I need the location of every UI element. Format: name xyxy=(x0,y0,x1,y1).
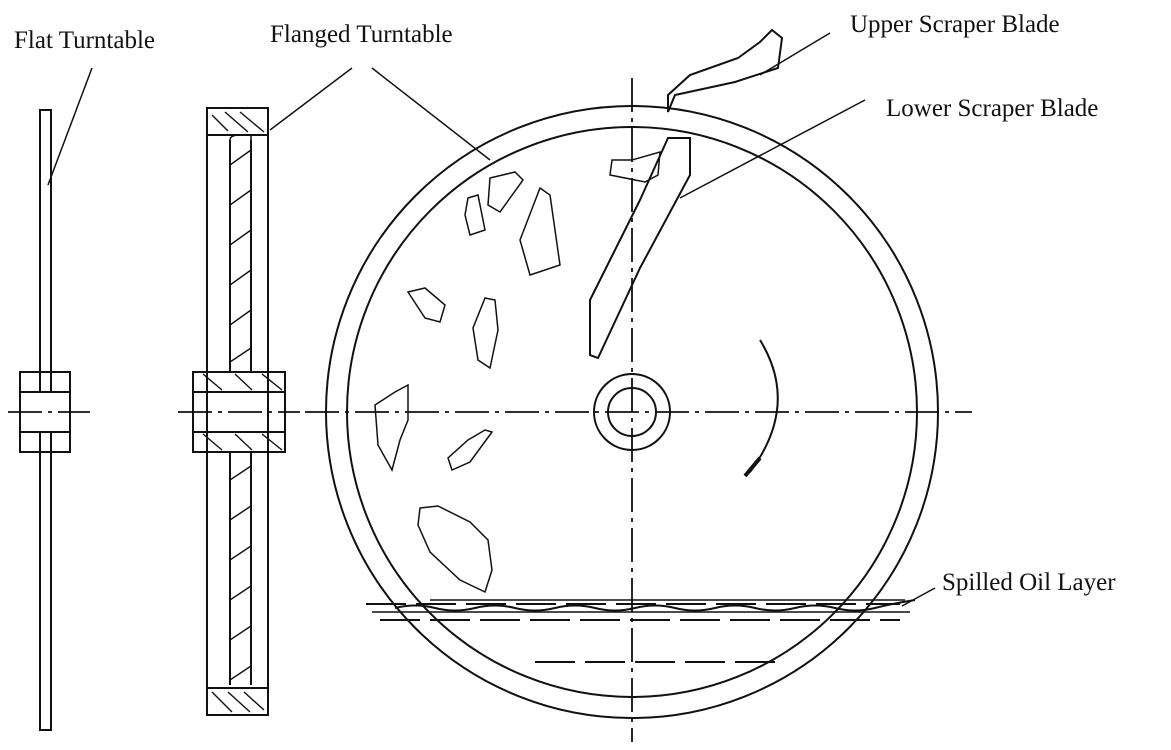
oil-patches xyxy=(374,150,661,594)
leader-upper-blade xyxy=(759,32,831,76)
upper-scraper-blade xyxy=(667,28,784,113)
leader-oil-layer xyxy=(901,587,936,607)
label-flat-turntable: Flat Turntable xyxy=(14,27,155,54)
turntable-front-view xyxy=(305,28,972,742)
label-lower-scraper-blade: Lower Scraper Blade xyxy=(886,95,1098,122)
leader-flanged-right xyxy=(371,67,491,161)
flanged-turntable-section xyxy=(178,107,300,716)
lower-scraper-blade xyxy=(589,137,691,360)
label-spilled-oil-layer: Spilled Oil Layer xyxy=(942,569,1116,596)
rotation-arc xyxy=(749,339,779,473)
label-upper-scraper-blade: Upper Scraper Blade xyxy=(850,11,1060,38)
label-flanged-turntable: Flanged Turntable xyxy=(270,21,453,48)
spilled-oil-layer xyxy=(366,599,916,663)
rotation-arrowhead xyxy=(743,456,762,478)
leader-lines xyxy=(47,32,936,607)
leader-flanged-left xyxy=(269,67,353,131)
leader-flat-turntable xyxy=(47,67,93,186)
leader-lower-blade xyxy=(679,99,866,199)
flat-turntable-section xyxy=(8,109,90,731)
